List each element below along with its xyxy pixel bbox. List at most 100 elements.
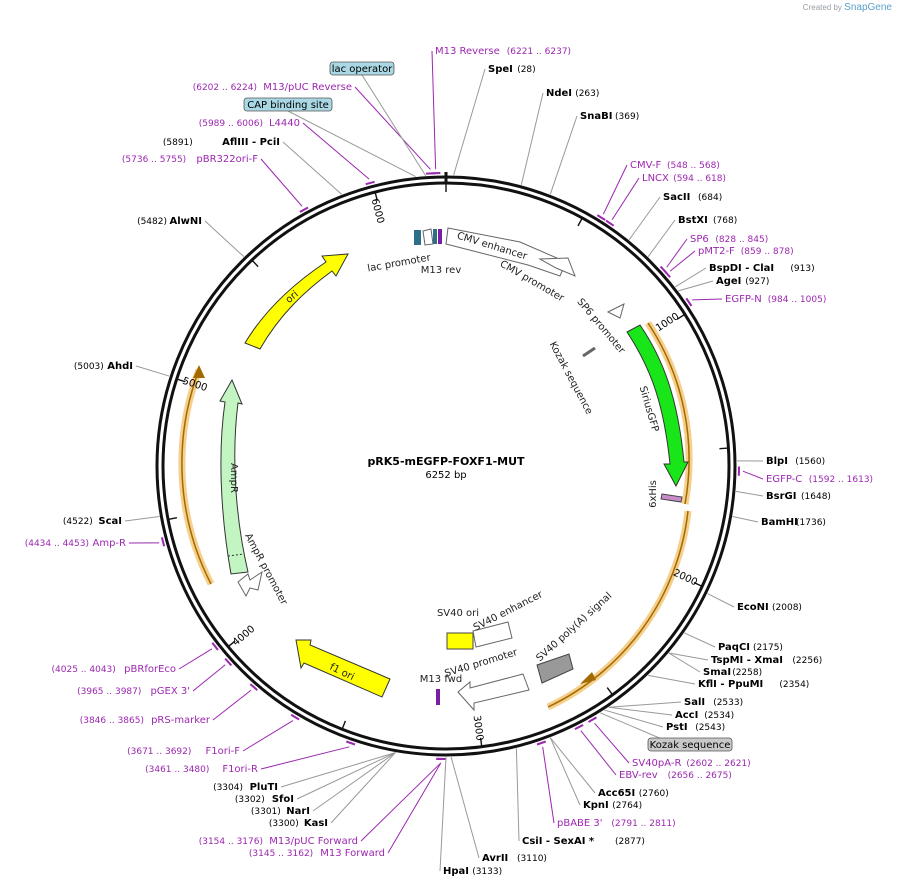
site-name[interactable]: SalI (684, 697, 705, 708)
site-name[interactable]: EcoNI (737, 602, 769, 613)
feature-label[interactable]: SP6 promoter (574, 297, 627, 357)
primer-name[interactable]: pRS-marker (151, 715, 211, 726)
site-leader (604, 709, 664, 728)
site-leader (520, 92, 544, 186)
site-name[interactable]: AgeI (716, 276, 741, 287)
site-name[interactable]: PaqCI (718, 642, 750, 653)
primer-position: (5736 .. 5755) (122, 155, 186, 165)
site-name[interactable]: PluTI (250, 782, 278, 793)
site-name[interactable]: AccI (675, 710, 698, 721)
site-name[interactable]: NdeI (546, 88, 572, 99)
primer-position: (3145 .. 3162) (249, 849, 313, 859)
primer-name[interactable]: SP6 (690, 234, 709, 245)
orf-arc-gfp-core (647, 322, 690, 505)
site-name[interactable]: SfoI (272, 794, 294, 805)
site-position: (3300) (269, 819, 299, 829)
primer-name[interactable]: M13 Reverse (435, 46, 500, 57)
site-position: (1648) (801, 492, 831, 502)
site-name[interactable]: BspDI - ClaI (709, 263, 774, 274)
site-name[interactable]: SnaBI (580, 111, 612, 122)
primer-name[interactable]: M13 Forward (320, 848, 385, 859)
feature-box (647, 737, 733, 752)
primer-name[interactable]: Amp-R (93, 538, 127, 549)
tick-mark (676, 313, 686, 320)
box-leader (287, 110, 416, 178)
site-name[interactable]: AlwNI (170, 216, 203, 227)
snapgene-credit: Created by SnapGene (803, 2, 892, 13)
primer-name[interactable]: pMT2-F (698, 246, 735, 257)
feature-box-label[interactable]: CAP binding site (247, 100, 329, 111)
feature-box-label[interactable]: Kozak sequence (650, 740, 731, 751)
tick-mark (577, 217, 583, 227)
primer-position: (2656 .. 2675) (668, 771, 732, 781)
site-name[interactable]: KasI (304, 818, 328, 829)
primer-name[interactable]: pBR322ori-F (196, 154, 258, 165)
site-name[interactable]: SmaI (703, 667, 731, 678)
primer-leader (602, 164, 628, 215)
ori-arrow (244, 253, 349, 350)
primer-name[interactable]: pBRforEco (124, 664, 176, 675)
site-position: (1736) (796, 518, 826, 528)
primer-name[interactable]: LNCX (642, 173, 669, 184)
site-position: (3301) (251, 807, 281, 817)
feature-label[interactable]: M13 rev (421, 265, 462, 276)
tick-label: 3000 (471, 715, 485, 742)
site-name[interactable]: AflIII - PciI (222, 137, 280, 148)
feature-label[interactable]: SV40 poly(A) signal (534, 591, 614, 665)
site-name[interactable]: SacII (663, 192, 690, 203)
primer-name[interactable]: EBV-rev (619, 770, 658, 781)
site-name[interactable]: NarI (286, 806, 310, 817)
site-name[interactable]: BstXI (678, 215, 708, 226)
primer-name[interactable]: F1ori-R (222, 764, 258, 775)
orf-arrow-amp (193, 365, 205, 378)
primer-name[interactable]: pBABE 3' (557, 818, 603, 829)
site-name[interactable]: Acc65I (598, 788, 635, 799)
site-position: (2354) (779, 680, 809, 690)
feature-box (243, 97, 333, 112)
sv40-ori-box (446, 632, 474, 650)
primer-name[interactable]: EGFP-N (725, 294, 762, 305)
feature-label[interactable]: AmpR (228, 463, 239, 493)
primer-leader (302, 122, 370, 180)
site-name[interactable]: BlpI (766, 456, 788, 467)
primer-name[interactable]: pGEX 3' (150, 686, 190, 697)
f1-ori-arrow (295, 639, 391, 698)
site-name[interactable]: TspMI - XmaI (711, 655, 783, 666)
site-leader (678, 280, 714, 292)
site-name[interactable]: BsrGI (766, 491, 796, 502)
feature-label[interactable]: M13 fwd (420, 674, 462, 685)
primer-position: (548 .. 568) (667, 161, 720, 171)
primer-leader (354, 86, 431, 170)
primer-leader (260, 746, 350, 770)
primer-mark (587, 716, 597, 723)
site-position: (3110) (517, 854, 547, 864)
primer-leader (742, 470, 764, 480)
primer-mark (605, 219, 615, 227)
site-name[interactable]: KflI - PpuMI (698, 679, 763, 690)
primer-name[interactable]: M13/pUC Forward (269, 836, 358, 847)
primer-mark (160, 537, 166, 547)
site-name[interactable]: SpeI (488, 64, 513, 75)
primer-name[interactable]: SV40pA-R (632, 758, 681, 769)
site-name[interactable]: ScaI (98, 516, 122, 527)
site-name[interactable]: AhdI (107, 361, 133, 372)
primer-name[interactable]: CMV-F (630, 160, 661, 171)
tick-label: 6000 (369, 197, 386, 224)
primer-leader (192, 664, 226, 692)
feature-label[interactable]: AmpR promoter (242, 532, 289, 608)
site-name[interactable]: KpnI (583, 800, 609, 811)
site-name[interactable]: CsiI - SexAI * (522, 836, 595, 847)
site-name[interactable]: BamHI (761, 517, 798, 528)
site-name[interactable]: AvrII (482, 853, 508, 864)
feature-box-label[interactable]: lac operator (332, 64, 393, 75)
primer-name[interactable]: M13/pUC Reverse (263, 82, 352, 93)
primer-name[interactable]: EGFP-C (766, 474, 802, 485)
feature-label[interactable]: 6xHis (648, 480, 659, 508)
site-name[interactable]: HpaI (443, 866, 469, 877)
site-name[interactable]: PstI (666, 722, 688, 733)
primer-name[interactable]: F1ori-F (206, 746, 241, 757)
primer-name[interactable]: L4440 (269, 118, 300, 129)
feature-label[interactable]: SV40 ori (437, 608, 479, 619)
site-position: (768) (713, 216, 737, 226)
primer-position: (4025 .. 4043) (52, 665, 116, 675)
